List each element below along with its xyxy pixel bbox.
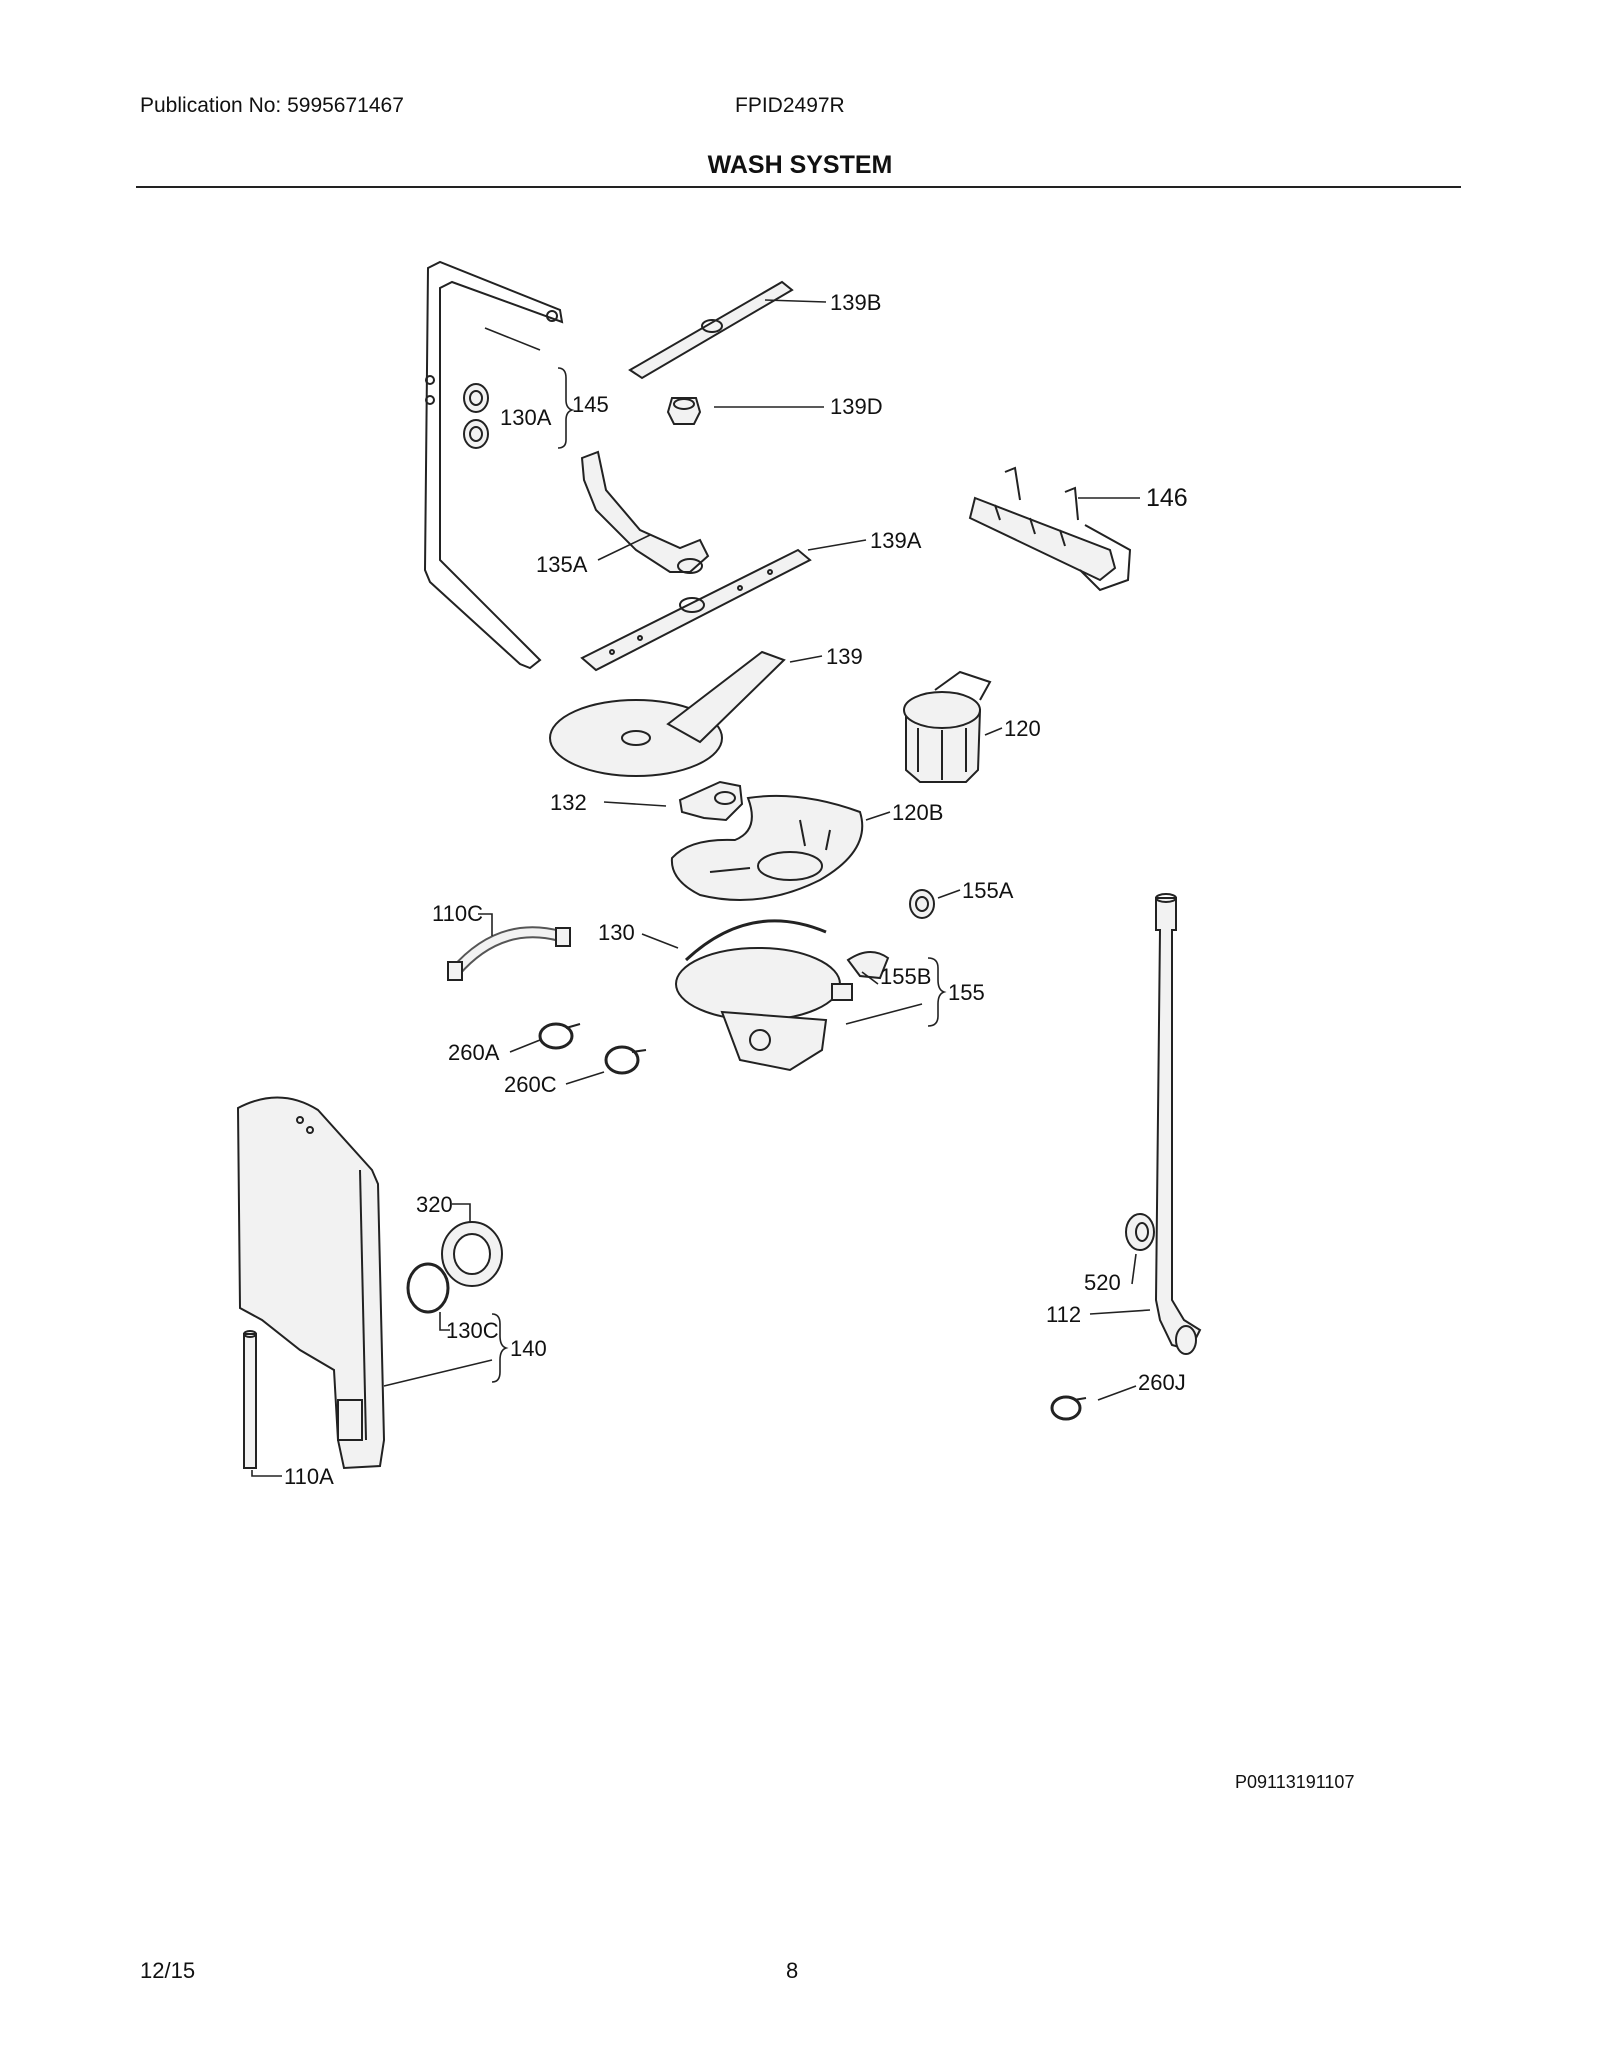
leader-130C <box>439 1312 450 1331</box>
page-number: 8 <box>786 1958 799 1983</box>
part-132-manifold[interactable] <box>678 780 744 822</box>
leader-112 <box>1089 1309 1151 1315</box>
leader-155-sump <box>845 1003 923 1025</box>
leader-110C <box>478 913 493 936</box>
label-155B: 155B <box>880 964 931 989</box>
part-155-sump[interactable] <box>675 947 853 1072</box>
label-260J: 260J <box>1138 1370 1186 1395</box>
leader-139A <box>807 539 867 551</box>
leader-120 <box>984 727 1003 736</box>
part-260C-clamp[interactable] <box>604 1045 647 1075</box>
part-120B-filter-plate[interactable] <box>670 794 864 901</box>
part-130C-seal[interactable] <box>406 1262 450 1314</box>
leader-320 <box>452 1203 471 1222</box>
bracket-155 <box>927 957 947 1027</box>
leader-155A <box>937 889 961 899</box>
part-155A-fitting[interactable] <box>909 889 935 919</box>
part-145-supply-tube[interactable] <box>423 260 564 670</box>
label-139D: 139D <box>830 394 883 419</box>
leader-140 <box>383 1359 493 1387</box>
part-120-filter[interactable] <box>903 670 992 783</box>
label-320: 320 <box>416 1192 453 1217</box>
label-139: 139 <box>826 644 863 669</box>
label-110A: 110A <box>284 1464 334 1489</box>
page-title: WASH SYSTEM <box>707 151 893 179</box>
part-146-spray-tube[interactable] <box>968 466 1132 592</box>
leader-139B <box>764 299 827 303</box>
part-139D-nut[interactable] <box>666 397 702 425</box>
part-139-lower-spray-arm[interactable] <box>549 650 786 777</box>
leader-155B <box>861 971 879 985</box>
leader-260A <box>509 1039 541 1053</box>
leader-120B <box>865 811 891 821</box>
leader-260C <box>565 1071 605 1085</box>
leader-132 <box>603 801 667 807</box>
part-520-clip[interactable] <box>1125 1213 1155 1251</box>
label-155: 155 <box>948 980 985 1005</box>
leader-260J <box>1097 1385 1137 1401</box>
label-260C: 260C <box>504 1072 557 1097</box>
part-130-seal-ring[interactable] <box>684 919 827 962</box>
label-520: 520 <box>1084 1270 1121 1295</box>
part-139A-middle-spray-arm[interactable] <box>580 548 812 672</box>
label-112: 112 <box>1046 1302 1081 1327</box>
label-130C: 130C <box>446 1318 499 1343</box>
part-140-duct[interactable] <box>236 1096 386 1470</box>
leader-130 <box>641 933 679 949</box>
label-110C: 110C <box>432 901 483 926</box>
label-145: 145 <box>572 392 609 417</box>
label-130A: 130A <box>500 405 552 430</box>
part-135A-arm-support[interactable] <box>580 450 710 574</box>
label-146: 146 <box>1146 484 1188 512</box>
label-155A: 155A <box>962 878 1014 903</box>
label-140: 140 <box>510 1336 547 1361</box>
label-120: 120 <box>1004 716 1041 741</box>
leader-520 <box>1131 1253 1137 1285</box>
leader-110A <box>251 1470 282 1477</box>
footer-date: 12/15 <box>140 1958 196 1983</box>
part-130A-nuts[interactable] <box>463 383 489 449</box>
model-number: FPID2497R <box>735 94 845 117</box>
part-139B-upper-spray-arm[interactable] <box>628 280 794 380</box>
part-112-drain-hose[interactable] <box>1154 893 1202 1355</box>
label-260A: 260A <box>448 1040 500 1065</box>
label-139A: 139A <box>870 528 922 553</box>
bracket-140 <box>491 1313 509 1383</box>
part-110A-tube[interactable] <box>243 1330 257 1469</box>
part-110C-hose[interactable] <box>447 926 571 981</box>
leader-145-line <box>484 327 541 351</box>
label-132: 132 <box>550 790 587 815</box>
part-155B-cover[interactable] <box>846 951 890 980</box>
label-120B: 120B <box>892 800 943 825</box>
bracket-145 <box>557 367 575 449</box>
leader-135A <box>597 534 651 561</box>
part-260A-clamp[interactable] <box>538 1022 581 1050</box>
publication-number: Publication No: 5995671467 <box>140 94 404 117</box>
leader-139 <box>789 655 823 663</box>
label-130: 130 <box>598 920 635 945</box>
part-260J-clamp[interactable] <box>1050 1395 1087 1421</box>
header-rule <box>136 186 1461 188</box>
label-139B: 139B <box>830 290 881 315</box>
part-320-gasket[interactable] <box>441 1221 503 1287</box>
diagram-part-code: P09113191107 <box>1235 1772 1355 1792</box>
label-135A: 135A <box>536 552 588 577</box>
